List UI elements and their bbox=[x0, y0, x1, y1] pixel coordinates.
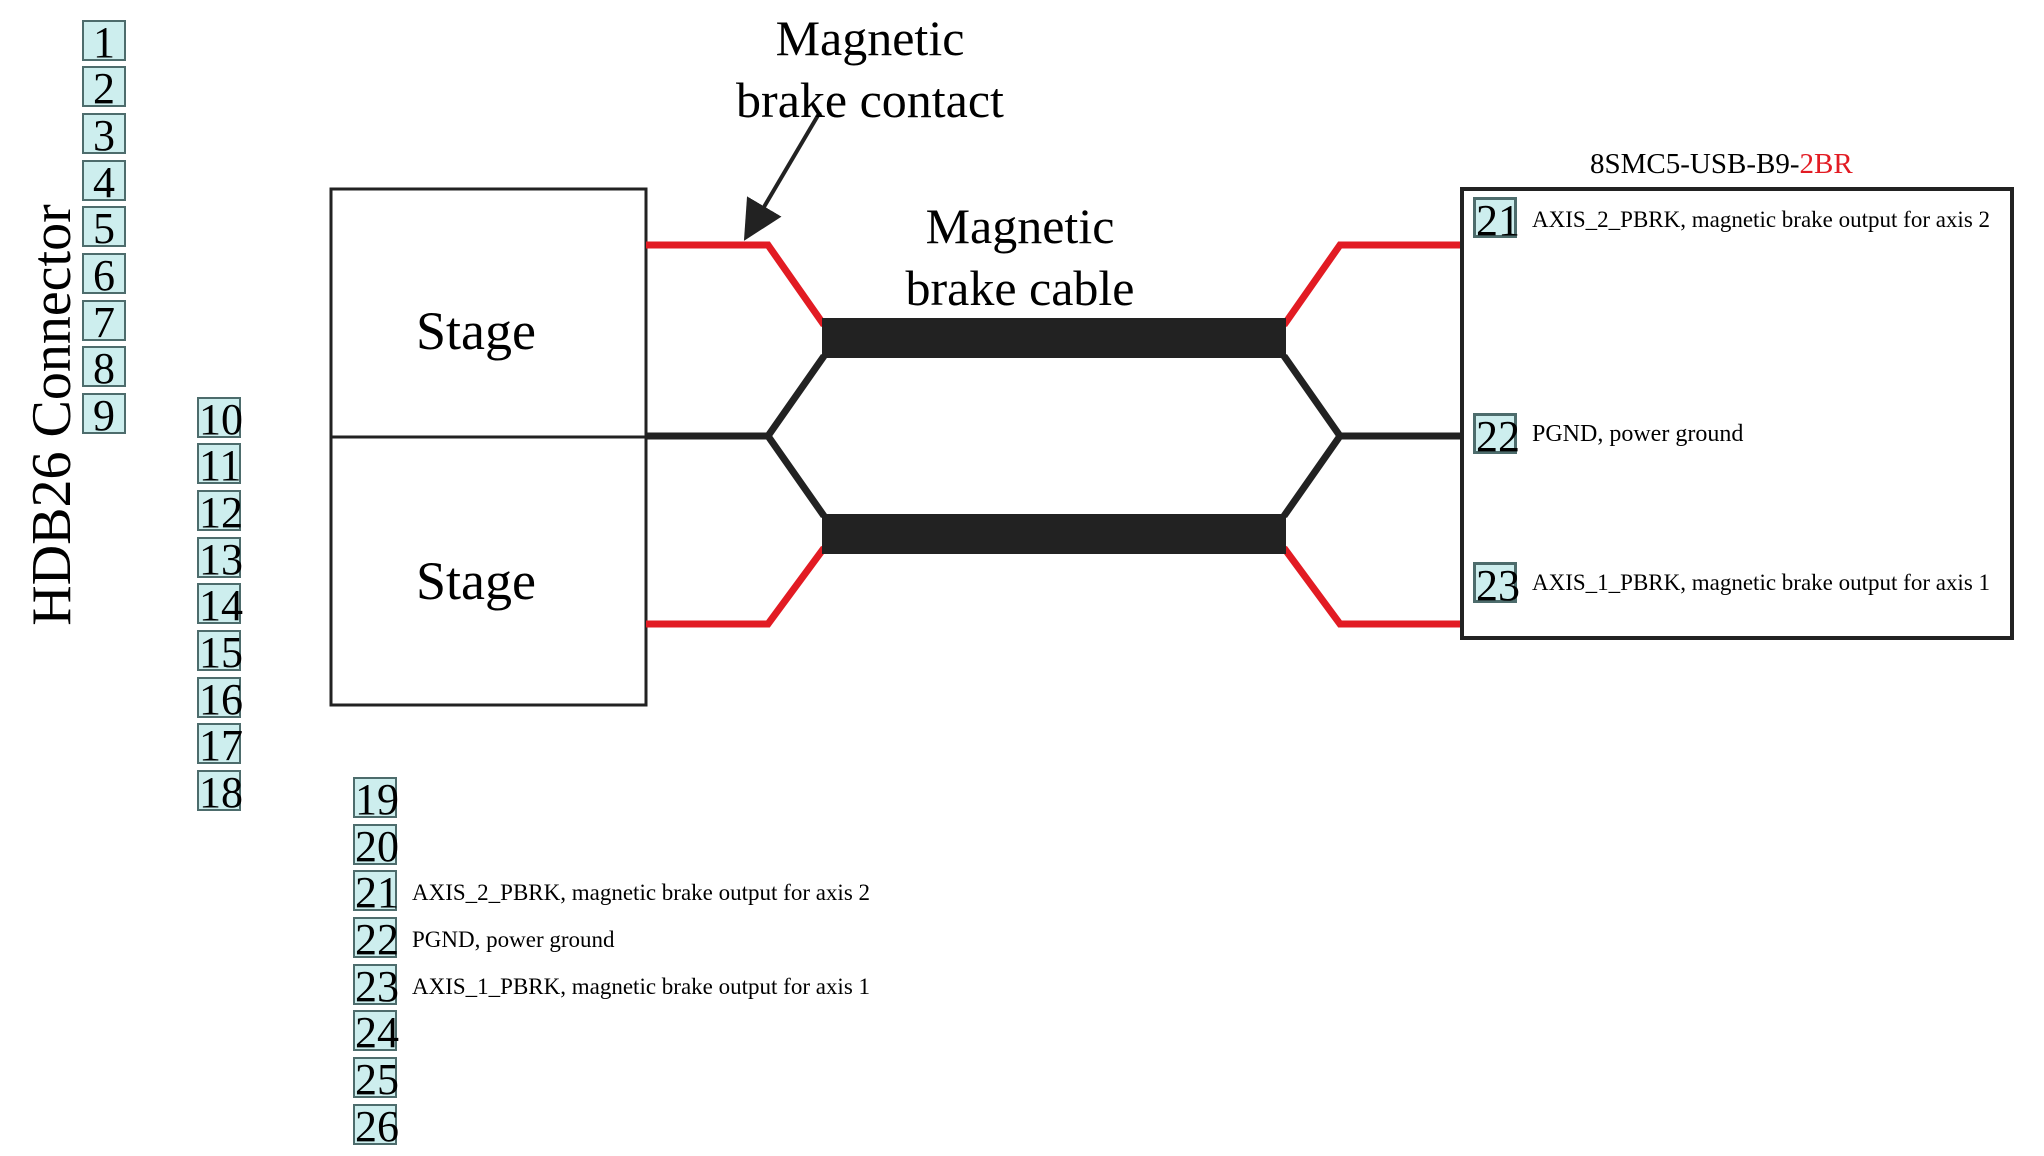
controller-pin-23-description: AXIS_1_PBRK, magnetic brake output for a… bbox=[1532, 570, 1991, 595]
connector-pin-10: 10 bbox=[197, 395, 243, 444]
connector-pin-6: 6 bbox=[82, 253, 126, 298]
ground-wire-upper bbox=[646, 353, 1462, 440]
brake-cable-lower bbox=[822, 514, 1286, 554]
connector-pin-2: 2 bbox=[82, 66, 126, 111]
controller-pin-22: 22 bbox=[1473, 413, 1520, 459]
controller-pin-21-description: AXIS_2_PBRK, magnetic brake output for a… bbox=[1532, 207, 1991, 232]
controller-title: 8SMC5-USB-B9-2BR bbox=[1590, 148, 1853, 181]
stage-label-lower: Stage bbox=[416, 551, 536, 611]
connector-pin-8: 8 bbox=[82, 346, 126, 391]
connector-pin-7: 7 bbox=[82, 300, 126, 345]
connector-pin-4: 4 bbox=[82, 160, 126, 205]
controller-title-accent: 2BR bbox=[1799, 148, 1853, 180]
connector-pin-3: 3 bbox=[82, 113, 126, 158]
connector-pin-1: 1 bbox=[82, 20, 126, 65]
connector-pin-15: 15 bbox=[197, 628, 243, 677]
connector-pin-22: 22 bbox=[353, 915, 399, 964]
controller-pin-23: 23 bbox=[1473, 562, 1520, 608]
brake-contact-arrow bbox=[743, 110, 822, 241]
connector-pin-9: 9 bbox=[82, 393, 126, 438]
connector-pin-26: 26 bbox=[353, 1102, 399, 1151]
brake-cable-upper bbox=[822, 318, 1286, 358]
connector-pin-21-description: AXIS_2_PBRK, magnetic brake output for a… bbox=[412, 880, 871, 905]
brake-contact-label-line2: brake contact bbox=[736, 72, 1004, 128]
brake-wire-axis-2 bbox=[646, 241, 1462, 328]
connector-pin-16: 16 bbox=[197, 675, 243, 724]
connector-pin-18: 18 bbox=[197, 768, 243, 817]
connector-pin-13: 13 bbox=[197, 535, 243, 584]
stage-box-lower bbox=[329, 435, 648, 707]
brake-cable-label-line2: brake cable bbox=[905, 260, 1135, 316]
stage-box-upper bbox=[329, 187, 648, 439]
connector-pin-20: 20 bbox=[353, 822, 399, 871]
connector-pin-21: 21 bbox=[353, 868, 399, 917]
stage-label-upper: Stage bbox=[416, 301, 536, 361]
connector-pin-11: 11 bbox=[197, 441, 242, 490]
brake-contact-label-line1: Magnetic bbox=[775, 10, 965, 66]
controller-pin-21: 21 bbox=[1473, 197, 1520, 243]
controller-box bbox=[1460, 187, 2014, 640]
connector-pin-14: 14 bbox=[197, 581, 243, 630]
connector-pin-24: 24 bbox=[353, 1008, 399, 1057]
connector-pin-22-description: PGND, power ground bbox=[412, 927, 615, 952]
connector-pin-12: 12 bbox=[197, 488, 243, 537]
connector-pin-23-description: AXIS_1_PBRK, magnetic brake output for a… bbox=[412, 974, 871, 999]
ground-wire-lower bbox=[765, 433, 1343, 519]
brake-cable-label-line1: Magnetic bbox=[925, 198, 1115, 254]
connector-pin-5: 5 bbox=[82, 206, 126, 251]
controller-title-prefix: 8SMC5-USB-B9- bbox=[1590, 148, 1800, 180]
brake-wire-axis-1 bbox=[646, 545, 1462, 628]
connector-pin-17: 17 bbox=[197, 721, 243, 770]
connector-pin-19: 19 bbox=[353, 775, 399, 824]
controller-pin-22-description: PGND, power ground bbox=[1532, 421, 1744, 447]
connector-pin-23: 23 bbox=[353, 962, 399, 1011]
connector-pin-25: 25 bbox=[353, 1055, 399, 1104]
